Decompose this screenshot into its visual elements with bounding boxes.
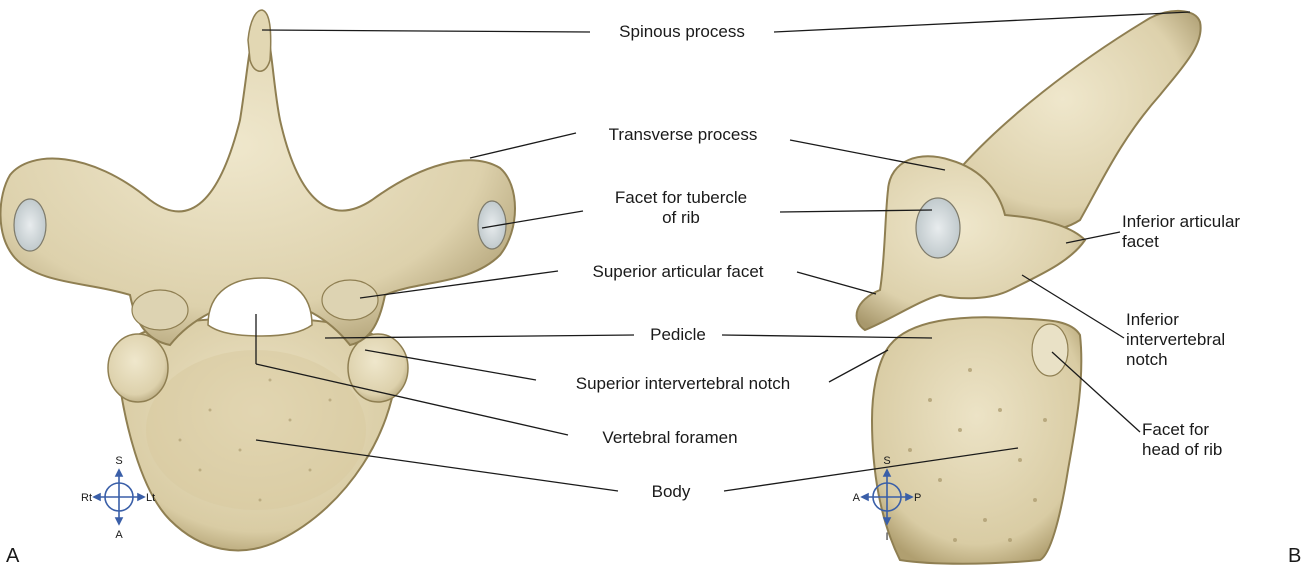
- label-facet-tubercle: Facet for tubercle of rib: [585, 188, 777, 228]
- panel-letter-a: A: [6, 545, 19, 568]
- compass-a-left: Rt: [81, 492, 92, 504]
- label-inferior-articular-line2: facet: [1122, 232, 1240, 252]
- label-inferior-notch-line1: Inferior: [1126, 310, 1225, 330]
- vertebra-lateral-view: [857, 11, 1201, 564]
- compass-b-bottom: I: [885, 531, 888, 543]
- label-facet-head-line1: Facet for: [1142, 420, 1222, 440]
- compass-a-right: Lt: [146, 492, 155, 504]
- label-vertebral-foramen: Vertebral foramen: [570, 428, 770, 448]
- compass-b-top: S: [883, 455, 890, 467]
- panel-letter-b: B: [1288, 545, 1301, 568]
- label-facet-tubercle-line1: Facet for tubercle: [585, 188, 777, 208]
- compass-b-right: P: [914, 492, 921, 504]
- label-superior-articular-facet: Superior articular facet: [560, 262, 796, 282]
- label-inferior-articular-line1: Inferior articular: [1122, 212, 1240, 232]
- label-superior-intervertebral-notch: Superior intervertebral notch: [538, 374, 828, 394]
- label-inferior-intervertebral-notch: Inferior intervertebral notch: [1126, 310, 1225, 370]
- label-body: Body: [620, 482, 722, 502]
- label-spinous-process: Spinous process: [592, 22, 772, 42]
- compass-a-bottom: A: [115, 529, 123, 541]
- vertebra-superior-view: [0, 10, 515, 550]
- label-inferior-articular-facet: Inferior articular facet: [1122, 212, 1240, 252]
- compass-b-left: A: [853, 492, 861, 504]
- label-facet-tubercle-line2: of rib: [585, 208, 777, 228]
- label-transverse-process: Transverse process: [578, 125, 788, 145]
- label-inferior-notch-line3: notch: [1126, 350, 1225, 370]
- compass-a: [94, 470, 144, 524]
- label-inferior-notch-line2: intervertebral: [1126, 330, 1225, 350]
- label-pedicle: Pedicle: [636, 325, 720, 345]
- label-facet-head-line2: head of rib: [1142, 440, 1222, 460]
- compass-a-top: S: [115, 455, 122, 467]
- label-facet-head-of-rib: Facet for head of rib: [1142, 420, 1222, 460]
